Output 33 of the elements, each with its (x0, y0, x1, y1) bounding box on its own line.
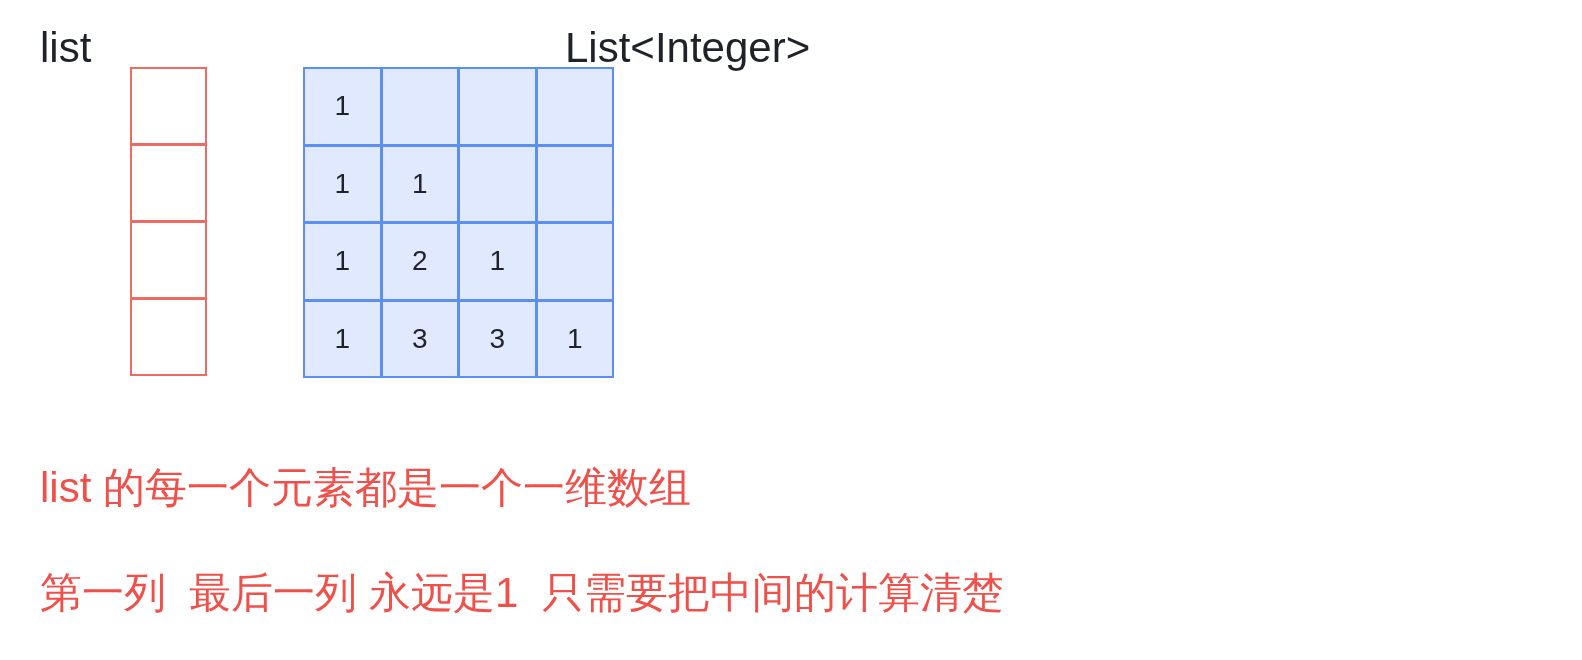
grid-cell (535, 299, 614, 378)
cell-value: 3 (411, 321, 428, 356)
label: List<Integer> (565, 23, 811, 73)
list-slot (130, 221, 207, 299)
grid-cell (303, 222, 382, 301)
cell-value: 1 (334, 166, 351, 201)
cell-value: 1 (489, 244, 506, 279)
grid-cell (458, 67, 537, 146)
note: list 的每一个元素都是一个一维数组 (40, 463, 691, 513)
cell-value: 3 (489, 321, 506, 356)
grid-cell (458, 222, 537, 301)
grid-cell (380, 222, 459, 301)
list-slot (130, 144, 207, 222)
cell-value: 1 (411, 166, 428, 201)
grid-cell (303, 299, 382, 378)
grid-cell (535, 222, 614, 301)
cell-value: 1 (334, 321, 351, 356)
cell-value: 1 (334, 89, 351, 124)
grid-cell (380, 299, 459, 378)
label: list (40, 23, 92, 73)
grid-cell (458, 299, 537, 378)
grid-cell (535, 144, 614, 223)
grid-cell (303, 144, 382, 223)
cell-value: 1 (334, 244, 351, 279)
cell-value: 2 (411, 244, 428, 279)
grid-cell (303, 67, 382, 146)
grid-cell (380, 67, 459, 146)
note: 第一列 最后一列 永远是1 只需要把中间的计算清楚 (40, 568, 1004, 618)
cell-value: 1 (566, 321, 583, 356)
grid-cell (380, 144, 459, 223)
list-slot (130, 67, 207, 145)
grid-cell (458, 144, 537, 223)
list-slot (130, 298, 207, 376)
